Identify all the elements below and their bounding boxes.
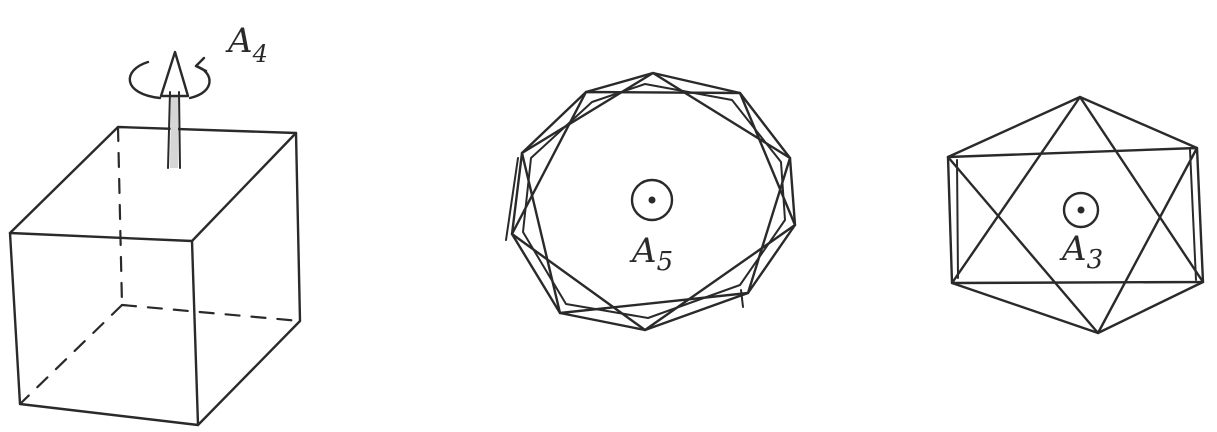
pentagon-one — [522, 73, 790, 313]
axis-symbol-a5-dot — [649, 197, 656, 204]
axis-label-a3-sub: 3 — [1087, 245, 1104, 275]
axis-label-a3-main: A — [1059, 229, 1087, 269]
axis-arrowhead — [161, 52, 188, 96]
axis-label-a4: A4 — [225, 21, 268, 68]
decagon-figure: A5 — [506, 73, 795, 330]
axis-label-a3: A3 — [1059, 229, 1103, 275]
axis-label-a4-main: A — [225, 21, 253, 61]
hexagon-right-edge-double — [1190, 150, 1196, 280]
axis-label-a5-main: A — [629, 231, 657, 271]
hexagon-outline — [948, 97, 1203, 333]
cube-right-face — [198, 133, 300, 425]
axis-label-a4-sub: 4 — [252, 40, 268, 68]
cube-top-face — [10, 127, 296, 241]
rotation-axis-arrow — [161, 52, 188, 168]
axis-label-a5: A5 — [629, 231, 673, 277]
axis-shaft-fill — [170, 95, 178, 168]
hexagon-figure: A3 — [948, 97, 1203, 333]
hexagon-left-edge-double — [957, 160, 958, 278]
axis-symbol-a3-dot — [1078, 207, 1085, 214]
rotation-arrowhead — [196, 58, 206, 71]
cube-hidden-depth-edge — [20, 305, 122, 404]
cube-figure: A4 — [10, 21, 300, 425]
cube-hidden-vertical-edge — [118, 127, 122, 305]
cube-front-face — [10, 233, 198, 425]
axis-label-a5-sub: 5 — [657, 247, 674, 277]
cube-hidden-bottom-edge — [122, 305, 300, 321]
